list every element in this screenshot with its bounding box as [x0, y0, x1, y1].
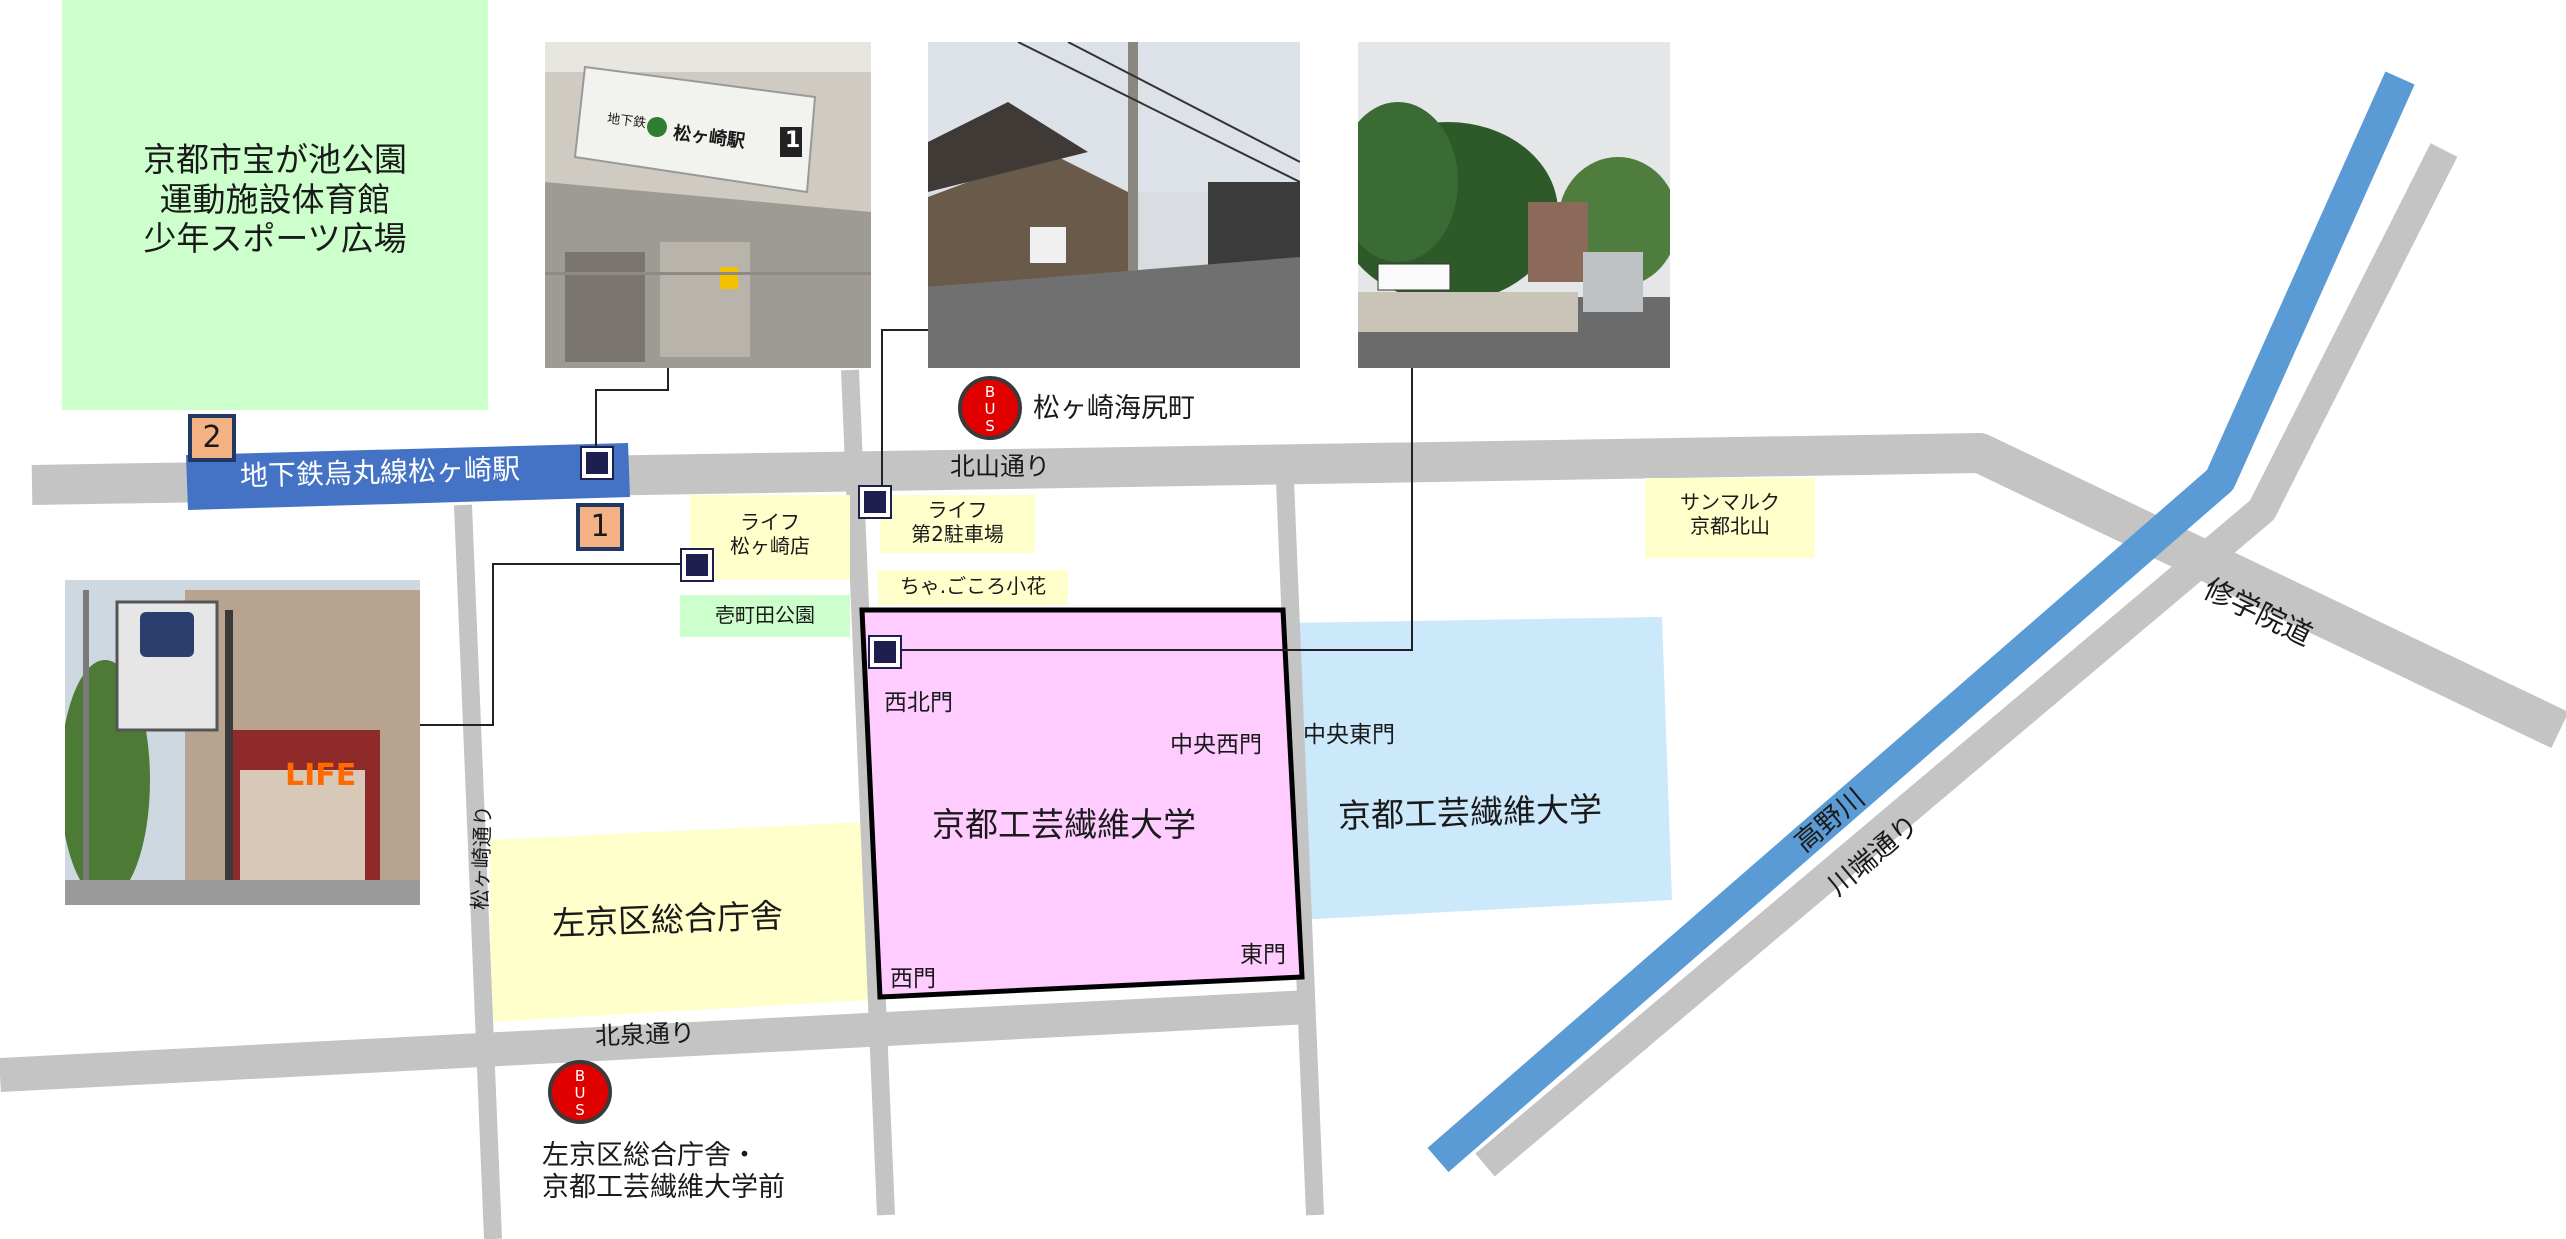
east-road[interactable] — [1276, 479, 1324, 1216]
station-entrance-illustration — [545, 42, 871, 368]
photo-life-store[interactable]: LIFE — [65, 580, 420, 905]
gate-northwest-label: 西北門 — [884, 690, 953, 716]
bus-stop-north-label[interactable]: 松ヶ崎海尻町 — [1033, 393, 1195, 424]
sakyo-office-label[interactable]: 左京区総合庁舎 — [551, 895, 784, 944]
ichimachida-park-label[interactable]: 壱町田公園 — [715, 603, 815, 627]
life-store-label[interactable]: ライフ 松ヶ崎店 — [730, 510, 810, 558]
intersection-illustration — [928, 42, 1300, 368]
life-parking-bg — [880, 495, 1035, 553]
kitaizumi-road-label: 北泉通り — [594, 1018, 696, 1051]
exit-1-box[interactable]: 1 — [576, 503, 624, 551]
matsugasaki-road[interactable] — [454, 504, 502, 1239]
bus-stop-south-label[interactable]: 左京区総合庁舎・ 京都工芸繊維大学前 — [542, 1140, 785, 1204]
life-parking-label[interactable]: ライフ 第2駐車場 — [911, 498, 1004, 546]
photo-northwest-gate[interactable] — [1358, 42, 1670, 368]
subway-station-banner[interactable] — [186, 443, 630, 510]
exit-2-box[interactable]: 2 — [188, 414, 236, 462]
marker-intersection[interactable] — [858, 485, 892, 519]
kit-east-campus-label[interactable]: 京都工芸繊維大学 — [1337, 789, 1603, 836]
life-store-sign: LIFE — [285, 758, 357, 793]
life-store-bg — [690, 495, 850, 580]
kitayama-road-label: 北山通り — [950, 452, 1051, 481]
photo-connectors — [420, 329, 1413, 726]
saint-marc-label[interactable]: サンマルク 京都北山 — [1680, 490, 1780, 538]
photo-station-entrance[interactable]: 地下鉄 松ヶ崎駅 1 — [545, 42, 871, 368]
matsugasaki-road-label: 松ヶ崎通り — [468, 804, 496, 911]
kitayama-road[interactable] — [31, 433, 2566, 749]
northwest-gate-illustration — [1358, 42, 1670, 368]
bus-stop-north-icon[interactable]: B U S — [958, 376, 1022, 440]
gate-east-label: 東門 — [1240, 942, 1286, 968]
takano-river[interactable] — [1427, 71, 2415, 1173]
kitaizumi-road[interactable] — [0, 990, 1311, 1092]
marker-northwest-gate[interactable] — [868, 635, 902, 669]
marker-station-entrance[interactable] — [580, 446, 614, 480]
life-store-illustration — [65, 580, 420, 905]
bus-stop-south-icon[interactable]: B U S — [548, 1060, 612, 1124]
kit-main-campus[interactable] — [859, 607, 1305, 1000]
marker-life-store[interactable] — [680, 548, 714, 582]
gate-center-east-label: 中央東門 — [1303, 722, 1395, 748]
kawabata-road[interactable] — [1475, 143, 2458, 1177]
sakyo-office-area[interactable] — [490, 822, 868, 1022]
kit-main-campus-label[interactable]: 京都工芸繊維大学 — [932, 805, 1196, 844]
park-label[interactable]: 京都市宝が池公園 運動施設体育館 少年スポーツ広場 — [143, 140, 407, 259]
gate-west-label: 西門 — [890, 966, 936, 992]
saint-marc-bg — [1645, 478, 1815, 558]
cafe-bg — [878, 570, 1068, 605]
gate-center-west-label: 中央西門 — [1170, 732, 1262, 758]
station-sign-exit-number: 1 — [785, 128, 801, 153]
ichimachida-park-bg — [680, 595, 850, 637]
kit-east-campus-area[interactable] — [1284, 617, 1672, 920]
park-area[interactable] — [62, 0, 488, 410]
cafe-label[interactable]: ちゃ.ごころ小花 — [899, 574, 1047, 598]
photo-intersection[interactable] — [928, 42, 1300, 368]
